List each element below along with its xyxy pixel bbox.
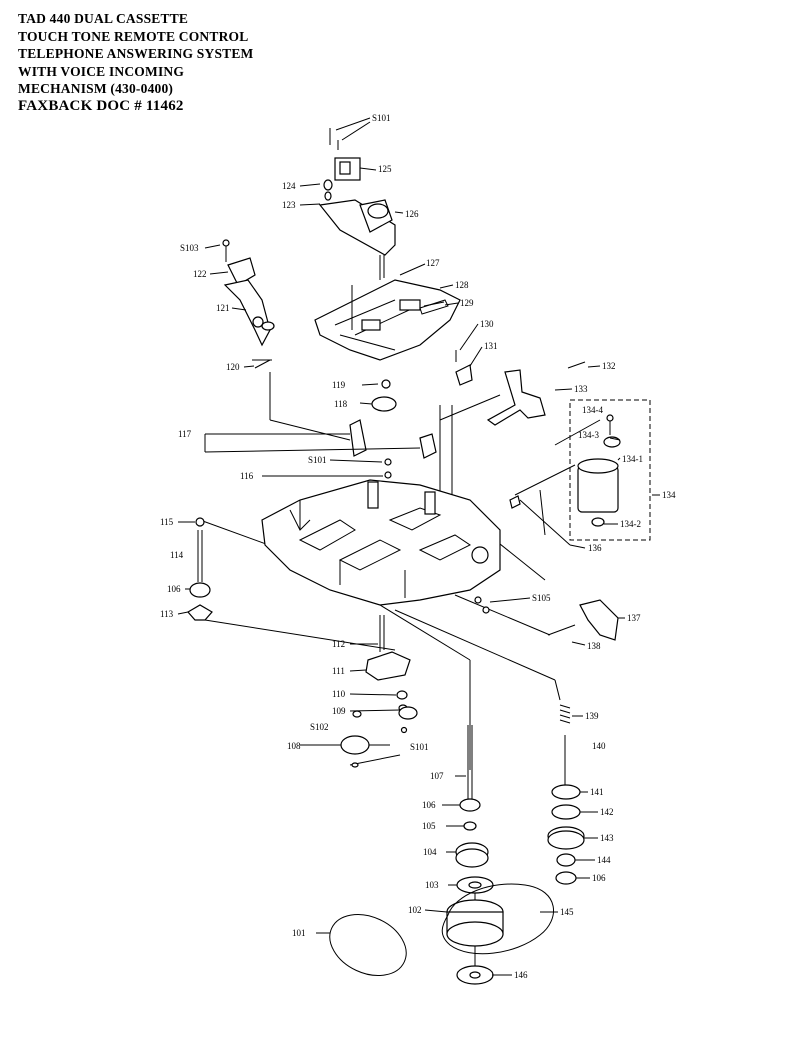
callout-label: 119 xyxy=(332,380,346,390)
callout-label: 129 xyxy=(460,298,474,308)
callout-label: 127 xyxy=(426,258,440,268)
callout-label: S105 xyxy=(532,593,551,603)
callout-label: 109 xyxy=(332,706,346,716)
callout-label: 130 xyxy=(480,319,494,329)
callout-label: 116 xyxy=(240,471,254,481)
slider-plate xyxy=(314,279,461,361)
belt-145 xyxy=(441,883,554,955)
lever-133 xyxy=(486,361,586,426)
callout-label: S101 xyxy=(308,455,327,465)
callout-label: 102 xyxy=(408,905,422,915)
callout-label: 106 xyxy=(592,873,606,883)
callout-label: 117 xyxy=(178,429,192,439)
lever-131 xyxy=(455,350,473,386)
callout-label: 146 xyxy=(514,970,528,980)
callout-label: 134-4 xyxy=(582,405,603,415)
title-line: MECHANISM (430-0400) xyxy=(18,81,174,96)
callout-label: 145 xyxy=(560,907,574,917)
callout-label: 110 xyxy=(332,689,346,699)
head-bracket-assembly xyxy=(318,157,396,280)
alignment-lines xyxy=(199,372,601,975)
callout-label: S101 xyxy=(410,742,429,752)
callout-label: 126 xyxy=(405,209,419,219)
screws-s105 xyxy=(474,596,490,614)
callout-label: 142 xyxy=(600,807,614,817)
callout-label: 141 xyxy=(590,787,604,797)
callout-label: 128 xyxy=(455,280,469,290)
title-line: TOUCH TONE REMOTE CONTROL xyxy=(18,28,249,44)
callout-label: 104 xyxy=(423,847,437,857)
callout-label: 134-3 xyxy=(578,430,599,440)
top-screw-group xyxy=(329,117,371,150)
belt-101 xyxy=(329,914,407,976)
callout-label: 133 xyxy=(574,384,588,394)
callout-label: 118 xyxy=(334,399,348,409)
idler-assembly xyxy=(340,615,418,768)
callout-label: 111 xyxy=(332,666,345,676)
main-chassis xyxy=(261,458,521,606)
motor-assembly-134 xyxy=(569,399,651,541)
document-title: TAD 440 DUAL CASSETTE TOUCH TONE REMOTE … xyxy=(18,10,254,115)
callout-label: 106 xyxy=(422,800,436,810)
callout-label: 134-2 xyxy=(620,519,641,529)
callout-label: 134 xyxy=(662,490,676,500)
callout-label: 132 xyxy=(602,361,616,371)
callout-label: 124 xyxy=(282,181,296,191)
callout-label: 112 xyxy=(332,639,345,649)
center-capstan-stack xyxy=(446,725,504,985)
leader-ticks xyxy=(177,167,660,976)
title-line: WITH VOICE INCOMING xyxy=(18,63,185,79)
callout-labels: S101 125 124 123 126 S103 122 127 128 12… xyxy=(160,113,676,980)
callout-label: 121 xyxy=(216,303,230,313)
callout-label: 120 xyxy=(226,362,240,372)
callout-label: 125 xyxy=(378,164,392,174)
callout-label: 136 xyxy=(588,543,602,553)
callout-label: 115 xyxy=(160,517,174,527)
callout-label: 139 xyxy=(585,711,599,721)
pinch-arm-assembly xyxy=(222,239,275,369)
callout-label: 113 xyxy=(160,609,174,619)
callout-label: 131 xyxy=(484,341,498,351)
callout-label: 105 xyxy=(422,821,436,831)
callout-label: S101 xyxy=(372,113,391,123)
reel-spindles xyxy=(349,419,437,459)
callout-label: 138 xyxy=(587,641,601,651)
left-shaft-assembly xyxy=(187,517,213,621)
callout-label: 123 xyxy=(282,200,296,210)
right-pulley-stack xyxy=(547,704,585,885)
faxback-doc-number: FAXBACK DOC # 11462 xyxy=(18,97,184,114)
title-line: TAD 440 DUAL CASSETTE xyxy=(18,11,189,26)
callout-label: 134-1 xyxy=(622,454,643,464)
callout-label: 140 xyxy=(592,741,606,751)
callout-label: 137 xyxy=(627,613,641,623)
callout-label: 143 xyxy=(600,833,614,843)
callout-label: 144 xyxy=(597,855,611,865)
callout-label: 114 xyxy=(170,550,184,560)
callout-label: 106 xyxy=(167,584,181,594)
callout-label: 107 xyxy=(430,771,444,781)
callout-label: 103 xyxy=(425,880,439,890)
callout-label: 108 xyxy=(287,741,301,751)
bracket-137 xyxy=(547,599,619,641)
callout-label: S103 xyxy=(180,243,199,253)
callout-label: 122 xyxy=(193,269,207,279)
callout-label: 101 xyxy=(292,928,306,938)
title-line: TELEPHONE ANSWERING SYSTEM xyxy=(18,46,254,61)
callout-label: S102 xyxy=(310,722,329,732)
